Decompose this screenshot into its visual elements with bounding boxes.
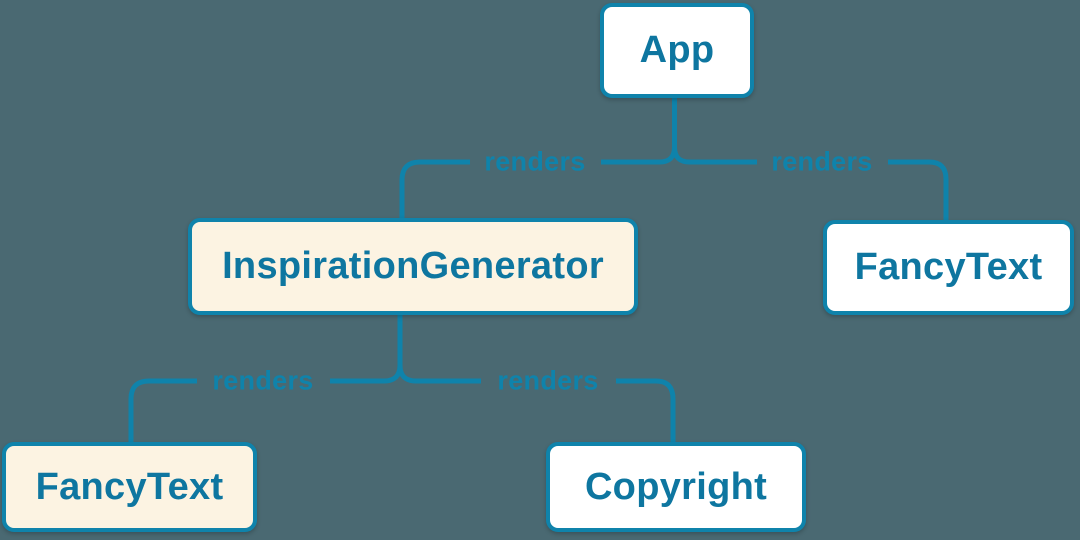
node-inspiration-generator-label: InspirationGenerator (222, 245, 604, 287)
edge-line-app-fancytext (672, 146, 757, 165)
node-fancy-text-bottom-label: FancyText (35, 465, 224, 508)
edge-label-inspiration-copyright: renders (497, 365, 599, 396)
edge-label-app-inspiration: renders (484, 146, 586, 177)
edge-line-app-inspiration (601, 98, 677, 165)
edge-line-app-fancytext (888, 159, 949, 220)
edge-label-app-fancytext: renders (771, 146, 873, 177)
node-fancy-text-top: FancyText (823, 220, 1074, 315)
edge-line-inspiration-fancytext (330, 314, 403, 384)
edge-line-app-inspiration (399, 159, 470, 218)
node-copyright-label: Copyright (584, 465, 768, 508)
edge-line-inspiration-copyright (616, 378, 676, 442)
node-app-label: App (639, 29, 715, 71)
node-inspiration-generator: InspirationGenerator (188, 218, 638, 315)
edge-label-inspiration-fancytext: renders (212, 365, 314, 396)
edge-line-inspiration-fancytext (128, 378, 197, 442)
node-app: App (600, 3, 754, 98)
node-copyright: Copyright (546, 442, 806, 532)
node-fancy-text-top-label: FancyText (854, 246, 1043, 288)
node-fancy-text-bottom: FancyText (2, 442, 257, 532)
edge-line-inspiration-copyright (397, 364, 481, 384)
